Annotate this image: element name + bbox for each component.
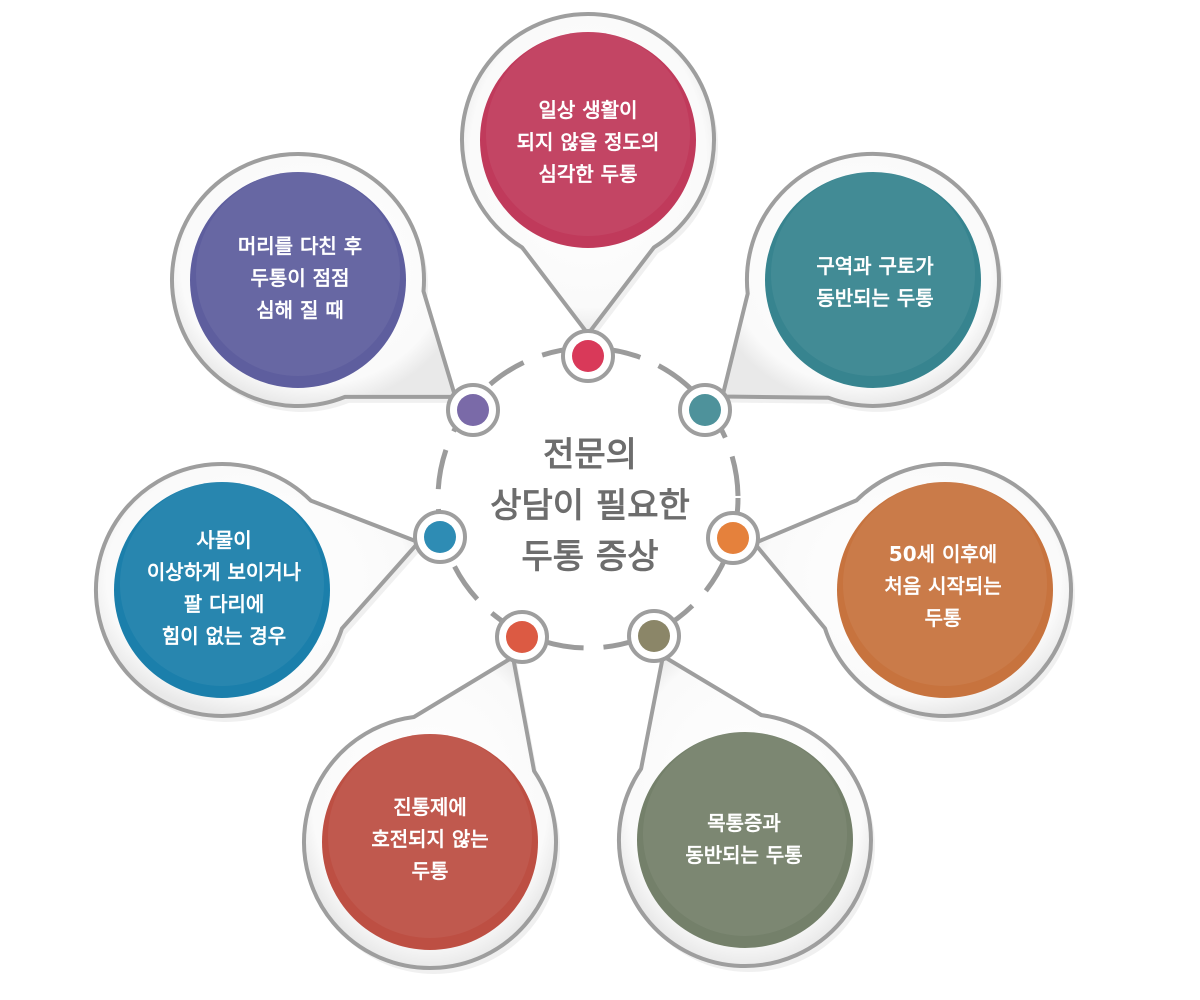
- symptom-line: 두통: [924, 606, 962, 630]
- connector-dot-head-injury: [457, 394, 489, 426]
- bubble-highlight: [771, 172, 975, 376]
- symptom-label-after-50: 50세 이후에 처음 시작되는 두통: [843, 538, 1043, 634]
- symptom-line: 진통제에: [393, 795, 467, 819]
- connector-dot-painkiller: [506, 621, 538, 653]
- bubble-fill-vision-weakness: [114, 482, 330, 698]
- symptom-line: 동반되는 두통: [685, 843, 803, 867]
- symptom-label-neck-pain: 목통증과 동반되는 두통: [644, 807, 844, 871]
- center-title: 전문의 상담이 필요한 두통 증상: [440, 430, 740, 583]
- bubble-fill-neck-pain: [637, 732, 853, 948]
- center-title-line: 상담이 필요한: [490, 486, 690, 526]
- symptom-label-painkiller: 진통제에 호전되지 않는 두통: [330, 791, 530, 887]
- symptom-line: 두통이 점점: [250, 266, 350, 290]
- symptom-line: 동반되는 두통: [816, 286, 934, 310]
- symptom-line: 사물이: [196, 528, 252, 552]
- connector-dot-neck-pain: [638, 620, 670, 652]
- bubble-highlight: [196, 172, 400, 376]
- symptom-line: 두통: [411, 859, 449, 883]
- symptom-line: 되지 않을 정도의: [516, 130, 660, 154]
- bubble-fill-nausea: [765, 172, 981, 388]
- connector-dot-nausea: [689, 394, 721, 426]
- bubble-fill-severe: [480, 32, 696, 248]
- bubble-highlight: [486, 32, 690, 236]
- symptom-line: 심각한 두통: [538, 162, 638, 186]
- symptom-label-severe: 일상 생활이 되지 않을 정도의 심각한 두통: [488, 94, 688, 190]
- symptom-line: 심해 질 때: [256, 298, 344, 322]
- center-title-line: 전문의: [543, 435, 637, 475]
- symptom-line: 구역과 구토가: [816, 254, 934, 278]
- symptom-line: 처음 시작되는: [884, 574, 1002, 598]
- bubble-highlight: [120, 482, 324, 686]
- symptom-line: 목통증과: [707, 811, 781, 835]
- symptom-label-vision-weakness: 사물이 이상하게 보이거나 팔 다리에 힘이 없는 경우: [124, 524, 324, 652]
- bubble-highlight: [328, 734, 532, 938]
- symptom-line: 이상하게 보이거나: [146, 560, 302, 584]
- connector-dot-severe: [572, 340, 604, 372]
- bubble-fill-after-50: [837, 482, 1053, 698]
- symptom-label-head-injury: 머리를 다친 후 두통이 점점 심해 질 때: [200, 230, 400, 326]
- symptom-line: 50세 이후에: [888, 542, 998, 566]
- connector-dot-after-50: [717, 522, 749, 554]
- symptom-label-nausea: 구역과 구토가 동반되는 두통: [775, 250, 975, 314]
- connector-dot-vision-weakness: [424, 521, 456, 553]
- bubble-highlight: [643, 732, 847, 936]
- symptom-line: 머리를 다친 후: [237, 234, 363, 258]
- center-ring: [435, 345, 741, 651]
- bubble-highlight: [843, 482, 1047, 686]
- symptom-line: 호전되지 않는: [371, 827, 489, 851]
- center-title-line: 두통 증상: [521, 537, 659, 577]
- symptom-line: 팔 다리에: [183, 592, 265, 616]
- bubble-fill-painkiller: [322, 734, 538, 950]
- symptom-line: 일상 생활이: [538, 98, 638, 122]
- bubble-fill-head-injury: [190, 172, 406, 388]
- symptom-line: 힘이 없는 경우: [161, 624, 287, 648]
